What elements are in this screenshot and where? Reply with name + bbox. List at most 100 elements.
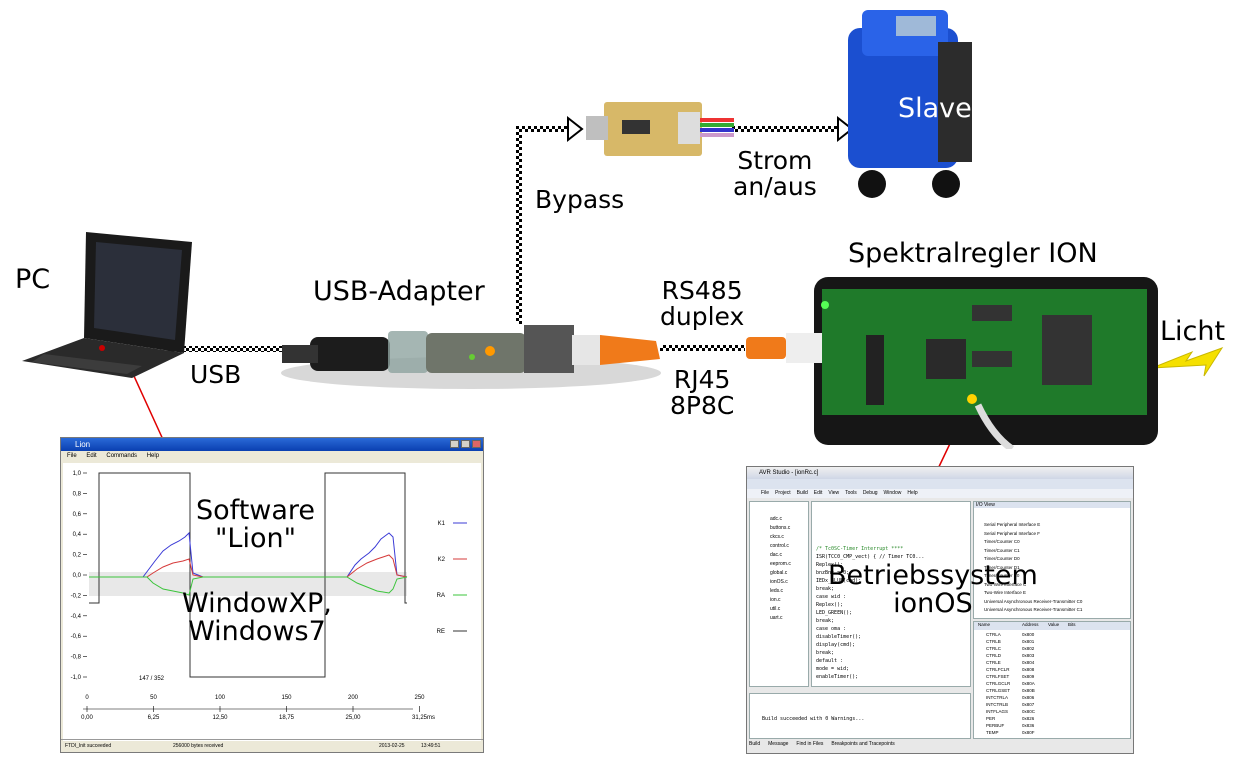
usb-adapter-image <box>276 315 666 389</box>
project-file-item[interactable]: ion.c <box>770 597 781 603</box>
spektralregler-label: Spektralregler ION <box>848 238 1098 269</box>
slave-machine-image <box>842 2 976 202</box>
x-tick-label-bottom: 18,75 <box>279 715 295 721</box>
project-file-item[interactable]: control.c <box>770 543 789 549</box>
project-file-item[interactable]: util.c <box>770 606 781 612</box>
bypass-line-vertical <box>516 128 522 324</box>
maximize-button[interactable] <box>461 440 470 448</box>
project-file-item[interactable]: ionOS.c <box>770 579 788 585</box>
project-file-item[interactable]: ckcs.c <box>770 534 784 540</box>
project-file-item[interactable]: global.c <box>770 570 788 576</box>
menu-file[interactable]: File <box>67 453 77 459</box>
project-file-item[interactable]: buttons.c <box>770 525 791 531</box>
avr-menu-item[interactable]: View <box>828 490 840 496</box>
avr-bottom-tab[interactable]: Find in Files <box>796 741 824 747</box>
register-name: INTCTRLA <box>986 695 1009 700</box>
status-date: 2013-02-25 <box>379 743 405 749</box>
betriebssystem-label: Betriebssystem ionOS <box>828 560 1038 620</box>
bypass-board-image <box>582 98 734 160</box>
register-address: 0x803 <box>1022 653 1035 658</box>
code-line: Replex(); <box>816 602 844 608</box>
rs485-label: RS485 duplex <box>660 276 745 332</box>
register-address: 0x80F <box>1022 730 1035 735</box>
avr-menu-item[interactable]: Project <box>775 490 791 496</box>
io-view-item[interactable]: Timer/Counter E0 <box>984 573 1020 578</box>
register-header-cell: Bits <box>1068 622 1076 627</box>
avr-bottom-tab[interactable]: Message <box>768 741 789 747</box>
y-tick-label: -1,0 <box>71 675 82 681</box>
windows-label: WindowXP, Windows7 <box>182 588 332 648</box>
lion-statusbar: FTDI_Init succeeded 256000 bytes receive… <box>61 739 483 752</box>
lion-title: Lion <box>75 440 91 449</box>
io-view-item[interactable]: Timer/Counter D1 <box>984 564 1020 570</box>
x-tick-label-top: 250 <box>414 695 425 701</box>
avr-menu-item[interactable]: File <box>761 490 770 496</box>
usb-cable <box>168 346 283 352</box>
code-line: break; <box>816 650 835 656</box>
register-header-cell: Value <box>1048 622 1060 627</box>
avr-menu-item[interactable]: Edit <box>813 490 823 496</box>
menu-edit[interactable]: Edit <box>86 453 97 459</box>
project-file-item[interactable]: eeprom.c <box>770 561 791 567</box>
avr-bottom-tab[interactable]: Breakpoints and Tracepoints <box>831 741 895 747</box>
project-file-item[interactable]: leds.c <box>770 588 784 594</box>
legend-ra: RA <box>437 593 445 599</box>
code-line: LED_GREEN(); <box>816 610 853 616</box>
register-address: 0x836 <box>1022 723 1035 728</box>
avr-menu-item[interactable]: Help <box>907 490 918 496</box>
register-name: TEMP <box>986 730 999 735</box>
code-line: ISR(TCC0_CMP_vect) { // Timer TC0... <box>816 554 925 560</box>
io-view-item[interactable]: Two-Wire Interface E <box>984 590 1027 595</box>
bypass-arrow <box>567 115 584 143</box>
avr-bottom-tab[interactable]: Build <box>749 741 761 747</box>
register-name: CTRLGSET <box>986 688 1011 693</box>
project-file-item[interactable]: adc.c <box>770 516 782 522</box>
register-row: PERBUF 0x836 <box>974 723 1130 730</box>
close-button[interactable] <box>472 440 481 448</box>
io-view-item[interactable]: Timer/Counter D0 <box>984 556 1020 561</box>
bypass-label: Bypass <box>535 185 625 214</box>
ion-controller-image <box>742 275 1160 452</box>
x-tick-label-bottom: 25,00 <box>345 715 361 721</box>
register-name: CTRLA <box>986 632 1001 637</box>
io-view-item[interactable]: Timer/Counter C1 <box>984 547 1020 553</box>
io-view-item[interactable]: Serial Peripheral Interface F <box>984 530 1041 536</box>
io-view-item[interactable]: Universal Asynchronous Receiver-Transmit… <box>984 607 1083 612</box>
avr-menu-item[interactable]: Window <box>883 490 902 496</box>
usb-adapter-label: USB-Adapter <box>313 276 485 307</box>
register-address: 0x800 <box>1022 632 1035 637</box>
register-address: 0x809 <box>1022 674 1035 679</box>
code-line: bnzBnz = 0; <box>816 570 850 576</box>
avr-titlebar: AVR Studio - [ionRc.c] <box>747 467 1133 479</box>
minimize-button[interactable] <box>450 440 459 448</box>
io-view-item[interactable]: Serial Peripheral Interface E <box>984 522 1041 527</box>
project-file-item[interactable]: uart.c <box>770 615 783 621</box>
io-view-item[interactable]: Universal Asynchronous Receiver-Transmit… <box>984 598 1083 604</box>
avr-menu-item[interactable]: Tools <box>845 490 857 496</box>
code-line: Replex(); <box>816 562 844 568</box>
menu-commands[interactable]: Commands <box>106 453 138 459</box>
io-view-item[interactable]: Timer/Counter C0 <box>984 539 1020 544</box>
avr-menu-item[interactable]: Debug <box>862 490 878 496</box>
avr-toolbar <box>747 479 1133 489</box>
register-address: 0x80B <box>1022 688 1035 693</box>
avr-menu-item[interactable]: Build <box>796 490 808 496</box>
x-tick-label-top: 50 <box>150 695 157 701</box>
legend-k1: K1 <box>438 521 446 527</box>
io-view-item[interactable]: Two-Wire Interface C <box>984 581 1027 587</box>
register-row: TEMP 0x80F <box>974 730 1130 737</box>
project-file-item[interactable]: dac.c <box>770 552 782 558</box>
x-tick-label-top: 200 <box>348 695 359 701</box>
bypass-line-horizontal <box>516 126 571 132</box>
register-name: CTRLFCLR <box>986 667 1010 672</box>
register-name: INTCTRLB <box>986 702 1009 707</box>
x-unit-label: ms <box>427 715 435 721</box>
menu-help[interactable]: Help <box>146 453 160 459</box>
register-name: PERBUF <box>986 723 1005 728</box>
